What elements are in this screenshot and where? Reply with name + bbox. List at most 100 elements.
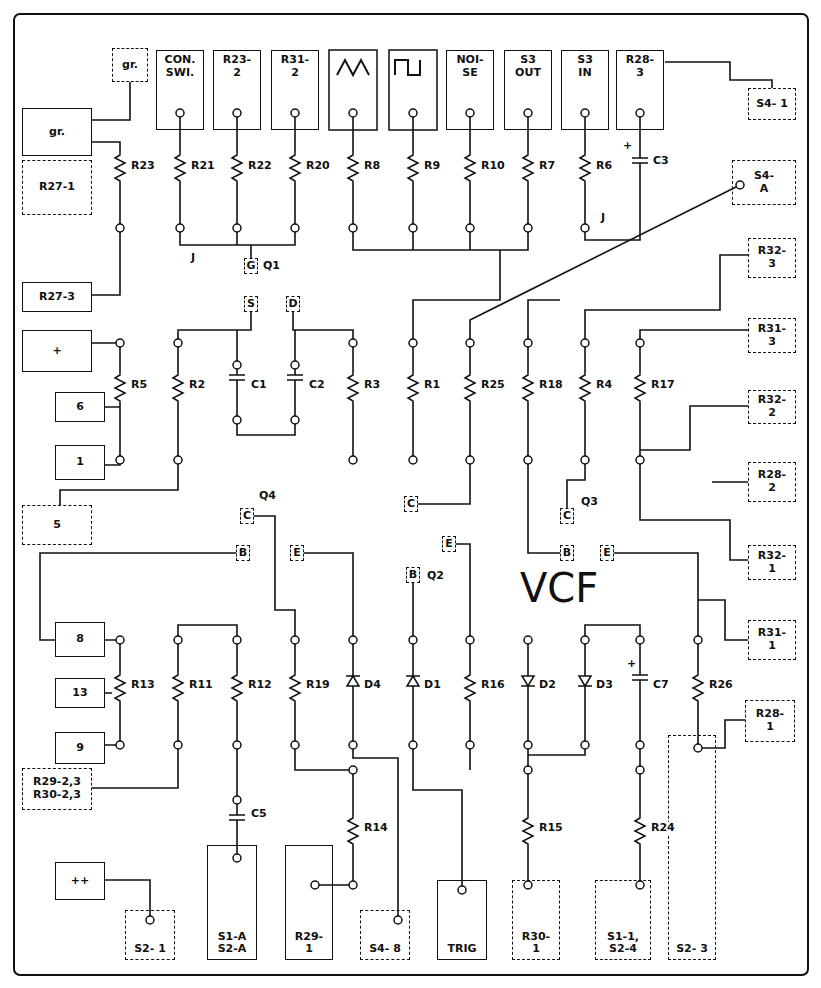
trace-line: [92, 142, 120, 295]
trace-line: [237, 330, 295, 435]
part-label: R13: [130, 679, 156, 692]
part-label: R24: [650, 822, 676, 835]
terminal-label: R32- 3: [756, 245, 788, 270]
terminal-box: R31- 3: [748, 318, 796, 353]
terminal-label: B: [239, 547, 247, 560]
solder-pad: [349, 339, 357, 347]
part-label: C2: [308, 379, 326, 392]
part-label: R17: [650, 379, 676, 392]
terminal-label: R32- 2: [756, 394, 788, 419]
component-symbol: [232, 152, 242, 182]
terminal-label: E: [293, 547, 301, 560]
part-label: C3: [652, 155, 670, 168]
terminal-label: R23- 2: [221, 54, 253, 79]
part-label: R4: [595, 379, 613, 392]
terminal-box: R31- 2: [271, 50, 319, 130]
trace-line: [413, 250, 500, 343]
solder-pad: [581, 636, 589, 644]
solder-pad: [581, 339, 589, 347]
part-label: R3: [363, 379, 381, 392]
part-label: R21: [190, 160, 216, 173]
terminal-box: 8: [55, 622, 105, 657]
trace-line: [180, 113, 295, 228]
solder-pad: [176, 224, 184, 232]
component-symbol: [465, 672, 475, 702]
component-symbol: [578, 676, 592, 686]
solder-pad: [116, 456, 124, 464]
part-label: R2: [188, 379, 206, 392]
terminal-label: C: [243, 510, 251, 523]
pin-box: C: [404, 496, 418, 512]
terminal-label: B: [409, 569, 417, 582]
part-label: J: [600, 212, 606, 225]
component-symbol: [173, 372, 183, 402]
part-label: D2: [538, 679, 557, 692]
solder-pad: [116, 339, 124, 347]
terminal-box: S2- 3: [668, 735, 716, 960]
terminal-label: TRIG: [447, 943, 476, 956]
component-symbol: [173, 672, 183, 702]
trace-line: [665, 62, 772, 88]
solder-pad: [694, 636, 702, 644]
part-label: Q4: [258, 490, 277, 503]
solder-pad: [174, 741, 182, 749]
component-symbol: [632, 148, 648, 173]
terminal-label: D: [288, 298, 297, 311]
terminal-label: G: [246, 260, 255, 273]
part-label: R1: [423, 379, 441, 392]
solder-pad: [349, 766, 357, 774]
part-label: R9: [423, 160, 441, 173]
component-symbol: [346, 676, 360, 686]
solder-pad: [458, 886, 466, 894]
terminal-label: S2- 1: [134, 943, 166, 956]
solder-pad: [176, 109, 184, 117]
component-symbol: [521, 676, 535, 686]
solder-pad: [349, 224, 357, 232]
trace-line: [413, 460, 470, 640]
terminal-label: R32- 1: [756, 550, 788, 575]
component-symbol: [348, 152, 358, 182]
pin-box: B: [560, 545, 574, 561]
solder-pad: [233, 361, 241, 369]
solder-pad: [174, 456, 182, 464]
solder-pad: [409, 109, 417, 117]
part-label: R12: [247, 679, 273, 692]
terminal-box: S4- 8: [360, 910, 410, 960]
solder-pad: [524, 881, 532, 889]
part-label: R23: [130, 160, 156, 173]
terminal-label: R31- 3: [756, 323, 788, 348]
terminal-box: +: [22, 330, 92, 372]
part-label: Q3: [580, 496, 599, 509]
trace-line: [105, 745, 353, 920]
solder-pad: [466, 339, 474, 347]
part-label: R22: [247, 160, 273, 173]
component-symbols: [115, 148, 703, 845]
board-title: VCF: [520, 565, 598, 611]
terminal-label: R29-2,3 R30-2,3: [27, 776, 87, 801]
pin-box: E: [600, 545, 614, 561]
part-label: Q1: [262, 260, 281, 273]
solder-pad: [174, 339, 182, 347]
terminal-box: S2- 1: [125, 910, 175, 960]
terminal-label: S1-1, S2-4: [605, 931, 641, 956]
terminal-box: R32- 1: [748, 545, 796, 580]
solder-pad: [524, 109, 532, 117]
component-symbol: [115, 372, 125, 402]
trace-line: [640, 330, 748, 560]
terminal-label: S3 IN: [572, 54, 598, 79]
solder-pad: [394, 916, 402, 924]
terminal-box: 13: [55, 678, 105, 708]
component-symbol: [229, 805, 245, 830]
terminal-label: R27-1: [39, 181, 75, 194]
terminal-label: B: [563, 547, 571, 560]
trace-line: [528, 113, 585, 228]
terminal-box: S4- 1: [748, 88, 796, 120]
component-symbol: [175, 152, 185, 182]
terminal-box: R29-2,3 R30-2,3: [22, 768, 92, 810]
terminal-label: 1: [76, 456, 84, 469]
part-label: R25: [480, 379, 506, 392]
terminal-label: 9: [76, 742, 84, 755]
solder-pad: [291, 416, 299, 424]
trace-line: [353, 770, 640, 885]
solder-pad: [524, 766, 532, 774]
